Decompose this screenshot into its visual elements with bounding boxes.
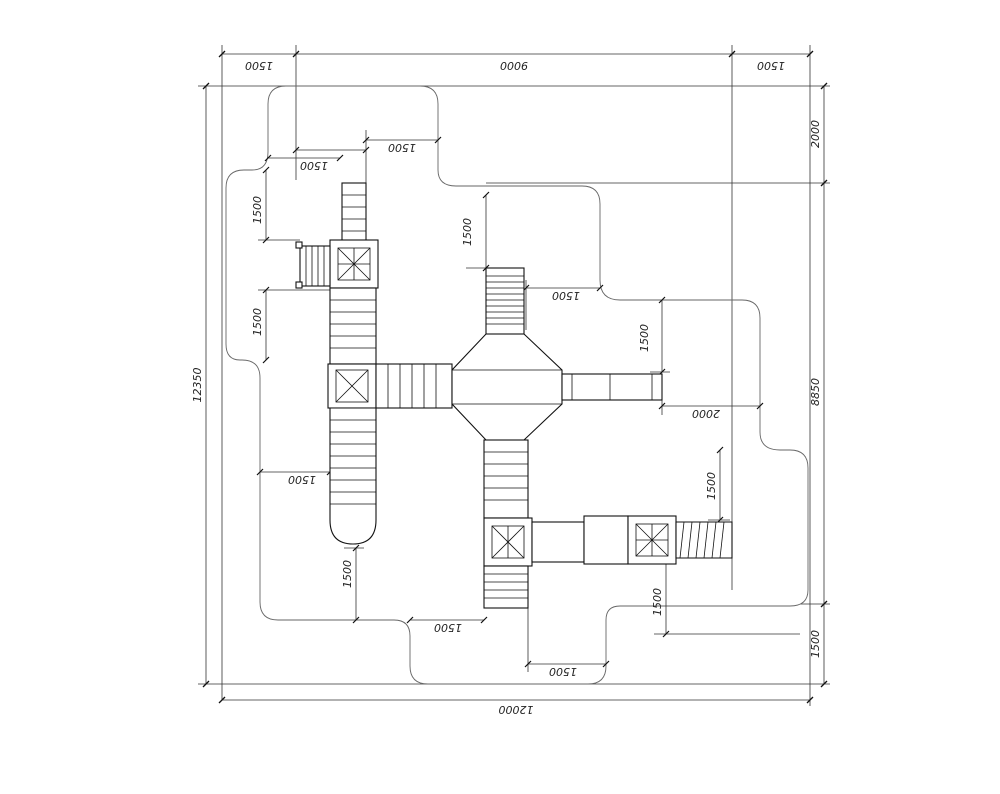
dim-center-top-vertical: 1500: [461, 218, 474, 246]
horizontal-bridge: [375, 363, 453, 409]
dim-lower-right-vertical: 1500: [705, 472, 718, 500]
dim-right-bottom: 1500: [809, 630, 822, 658]
bottom-ladder: [483, 565, 529, 609]
dim-center-slide-gap: 1500: [552, 289, 580, 302]
top-ladder: [341, 182, 367, 244]
local-dimension-ticks: [256, 136, 764, 668]
center-bridge-vertical: [483, 439, 529, 519]
dim-left-upper-vertical: 1500: [251, 196, 264, 224]
dim-left-middle-vertical: 1500: [251, 308, 264, 336]
safety-zone-outline: [225, 85, 809, 685]
dim-right-middle: 8850: [809, 378, 822, 406]
dim-right-upper-vertical: 1500: [638, 324, 651, 352]
playground-equipment: [295, 182, 733, 609]
dim-left-lower-offset: 1500: [288, 473, 316, 486]
dim-top-right: 1500: [757, 59, 785, 72]
dim-upper-offset: 1500: [388, 141, 416, 154]
dim-upper-left-offset: 1500: [300, 159, 328, 172]
dim-right-top: 2000: [809, 120, 822, 148]
dim-right-gap: 2000: [692, 407, 720, 420]
side-steps: [299, 245, 331, 287]
dimension-ticks: [202, 50, 828, 704]
lower-right-slide: [675, 521, 733, 559]
dim-top-middle: 9000: [500, 59, 528, 72]
right-short-slide: [561, 373, 663, 401]
dim-bottom-right-vertical: 1500: [651, 588, 664, 616]
dim-bottom-total: 12000: [499, 703, 534, 716]
lower-platform: [583, 515, 629, 565]
left-bridge-vertical: [329, 287, 377, 365]
dim-left-total: 12350: [191, 368, 204, 403]
center-top-ladder: [485, 267, 525, 335]
dim-top-left: 1500: [245, 59, 273, 72]
dim-bottom-center: 1500: [434, 621, 462, 634]
dim-lower-left-vertical: 1500: [341, 560, 354, 588]
central-octagon-platform: [451, 333, 563, 441]
dim-bottom-lower: 1500: [549, 665, 577, 678]
dimension-labels: 1500 9000 1500 2000 8850 1500 12350 1200…: [191, 59, 822, 716]
lower-bridge: [531, 521, 585, 563]
left-slide: [329, 407, 377, 545]
